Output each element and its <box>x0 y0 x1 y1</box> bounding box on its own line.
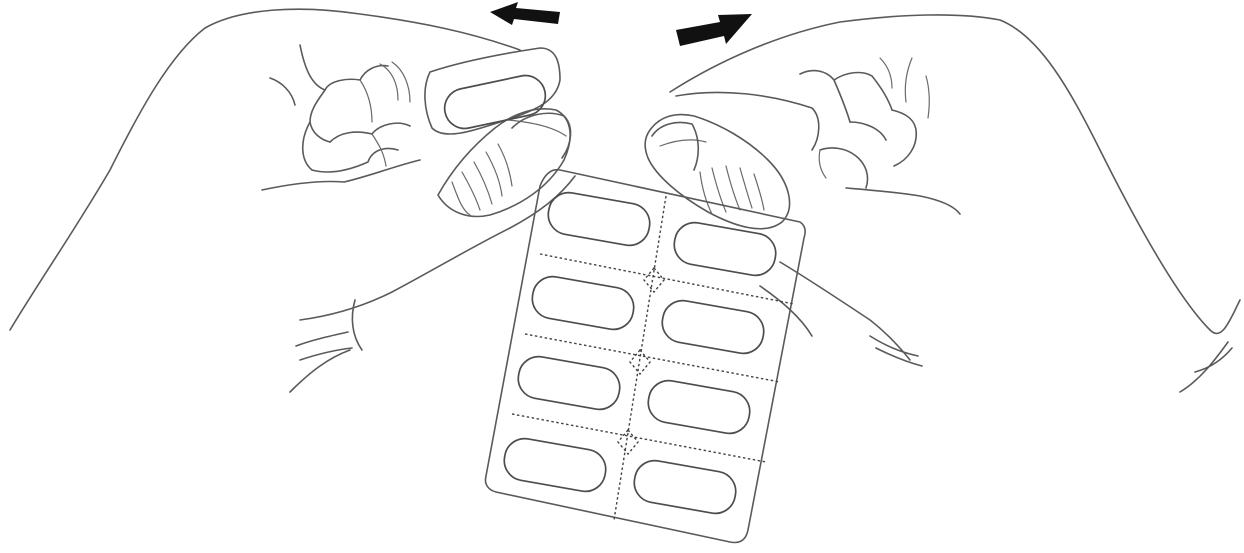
arrow-right-icon <box>676 14 752 46</box>
blister-cavity <box>631 457 739 516</box>
blister-cavity <box>645 377 753 436</box>
right-hand-icon <box>645 15 1240 392</box>
arrow-left-icon <box>490 2 560 25</box>
left-thumbnail-icon <box>512 113 571 158</box>
blister-cavity <box>529 273 637 332</box>
blister-cavity <box>659 297 767 356</box>
blister-cavity <box>501 435 609 494</box>
blister-pack-icon <box>485 170 805 543</box>
blister-cavity <box>545 189 653 248</box>
left-hand-icon <box>10 9 575 392</box>
right-thumbnail-icon <box>652 123 698 171</box>
blister-cavity <box>515 353 623 412</box>
